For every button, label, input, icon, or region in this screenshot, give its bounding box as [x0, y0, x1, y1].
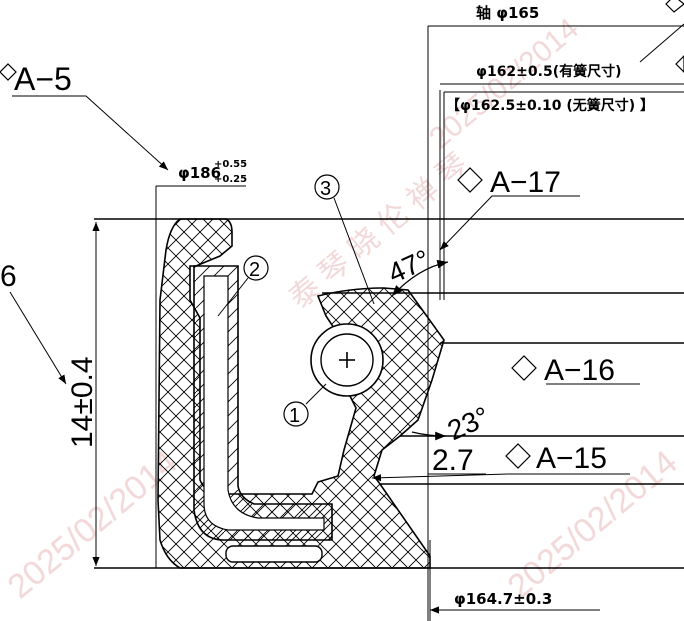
angle-arc-top [391, 259, 449, 297]
balloon-3 [314, 174, 340, 200]
tag-a15: A−15 [536, 442, 607, 475]
spring-diameter-label: φ162±0.5(有簧尺寸) [476, 63, 622, 80]
outer-tolerance-upper: +0.55 [214, 159, 247, 170]
balloon-1 [283, 401, 309, 427]
shaft-diameter-label: 轴 φ165 [476, 4, 539, 22]
diamond-icon [665, 0, 684, 13]
tag-left-number: 6 [0, 260, 17, 293]
balloon-2-text: 2 [249, 259, 260, 281]
balloon-3-text: 3 [320, 178, 331, 200]
tag-a16: A−16 [544, 354, 615, 387]
reference-lines [155, 26, 445, 621]
gap-label: 2.7 [432, 444, 474, 477]
diamond-icon [511, 355, 537, 381]
diamond-icon [457, 167, 483, 193]
no-spring-diameter-label: 【φ162.5±0.10 (无簧尺寸) 】 [446, 97, 654, 114]
garter-spring [310, 323, 384, 397]
angle-bottom-label: 23° [443, 401, 494, 447]
watermark-text-1: 2025/02/2014 [1, 443, 185, 606]
diamond-icon [0, 63, 17, 81]
balloon-2 [243, 255, 269, 281]
tag-a5: A−5 [14, 61, 72, 97]
insert-inner [203, 275, 325, 531]
angle-arc-bottom [411, 431, 447, 441]
outer-diameter-label: φ186 [178, 164, 221, 182]
diamond-icon [505, 443, 531, 469]
bottom-diameter-label: φ164.7±0.3 [454, 590, 552, 608]
height-label: 14±0.4 [66, 356, 99, 448]
bottom-tab [225, 545, 323, 563]
balloon-1-text: 1 [289, 405, 300, 427]
angle-top-label: 47° [383, 244, 434, 290]
tag-a17: A−17 [490, 166, 561, 199]
diamond-icon [675, 55, 684, 73]
outer-tolerance-lower: +0.25 [214, 174, 247, 185]
